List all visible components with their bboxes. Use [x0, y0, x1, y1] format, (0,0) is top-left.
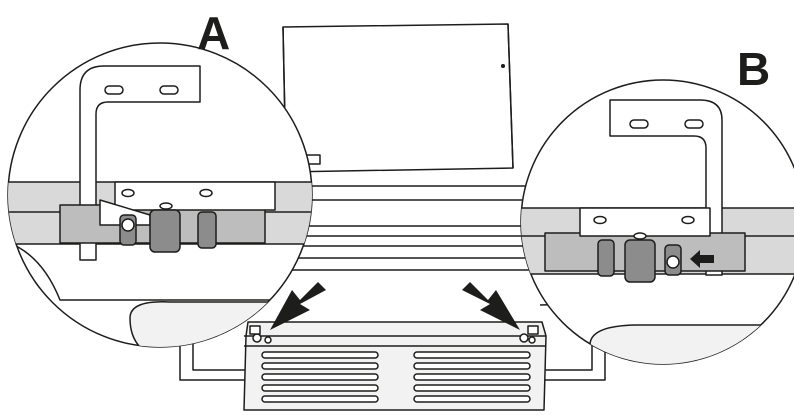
detail-view-b [520, 79, 794, 365]
grille-tray [243, 321, 547, 411]
tray-mount-left [249, 325, 272, 344]
tray-mount-right [519, 325, 539, 344]
callout-label-a: A [197, 7, 231, 59]
arrow-left-icon [270, 282, 326, 330]
arrow-right-icon [462, 282, 520, 330]
detail-view-a [7, 42, 313, 348]
grille-slots [261, 351, 531, 403]
callout-label-b: B [737, 43, 771, 95]
push-arrow-icon [690, 250, 714, 268]
